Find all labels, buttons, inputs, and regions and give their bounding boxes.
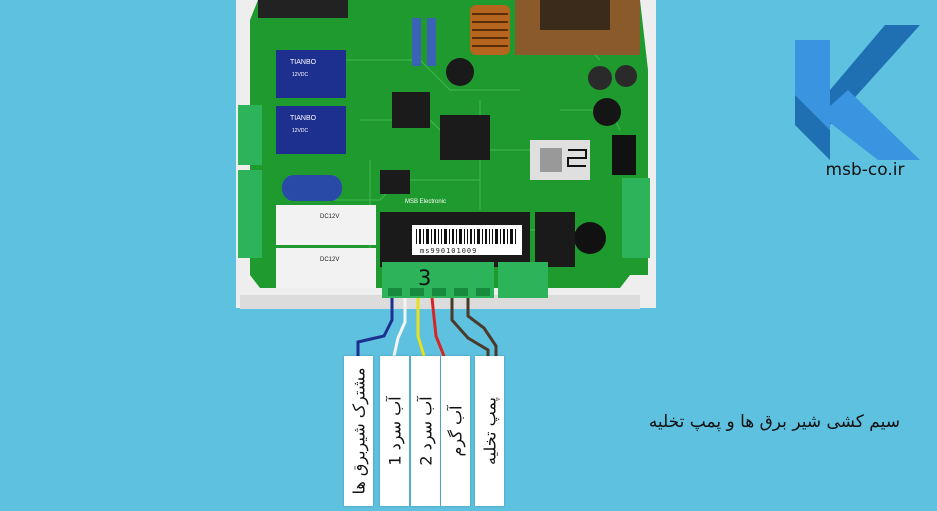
terminal-block [622, 178, 650, 258]
power-relay [276, 248, 376, 288]
varistor [282, 175, 342, 201]
wire-label-cold-1: آب سرد 1 [380, 356, 409, 506]
wire-common [356, 298, 394, 356]
barcode [416, 229, 516, 244]
capacitor [427, 18, 436, 66]
power-relay-label: DC12V [320, 257, 339, 263]
wire-label-text: مشترک شیربرق ها [349, 367, 368, 495]
relay [276, 106, 346, 154]
wire-label-cold-2: آب سرد 2 [411, 356, 440, 506]
power-relay-label: DC12V [320, 214, 339, 220]
wifi-chip [540, 148, 562, 172]
wire-pump-b [466, 298, 498, 356]
power-terminal [258, 0, 348, 18]
ic-chip [380, 170, 410, 194]
capacitor [412, 18, 421, 66]
buzzer [574, 222, 606, 254]
wire-hot [430, 297, 446, 357]
connector-header [535, 212, 575, 267]
logo-base [795, 95, 830, 160]
inductor-windings [472, 13, 508, 47]
wire-label-text: پمپ تخلیه [480, 397, 499, 465]
logo-lower-arm [820, 90, 920, 160]
terminal-block [498, 262, 548, 298]
header-pins [612, 135, 636, 175]
relay [276, 50, 346, 98]
transformer-core [540, 0, 610, 30]
logo-stem [795, 40, 830, 130]
brand-logo-icon [795, 25, 920, 160]
connector-screws [388, 288, 490, 296]
terminal-block [238, 105, 262, 165]
ic-chip [392, 92, 430, 128]
antenna-trace [567, 149, 587, 167]
site-url: msb-co.ir [825, 160, 905, 180]
wire-cold-1 [392, 298, 407, 357]
barcode-number: ms990101009 [420, 247, 478, 255]
connector-number: 3 [418, 266, 432, 290]
enclosure-bottom-rim [240, 295, 640, 309]
wire-label-pump: پمپ تخلیه [475, 356, 504, 506]
board-brand-print: MSB Electronic [405, 199, 446, 205]
wire-label-text: آب گرم [446, 405, 465, 457]
electrolytic-capacitor [446, 58, 474, 86]
power-relay [276, 205, 376, 245]
wire-label-text: آب سرد 2 [416, 396, 435, 466]
wire-cold-2 [416, 298, 426, 357]
relay-label: TIANBO [290, 115, 317, 122]
electrolytic-capacitor [588, 66, 612, 90]
terminal-block [238, 170, 262, 258]
electrolytic-capacitor [615, 65, 637, 87]
relay-rating: 12VDC [292, 72, 309, 78]
relay-label: TIANBO [290, 59, 317, 66]
diagram-caption: سیم کشی شیر برق ها و پمپ تخلیه [648, 412, 900, 432]
relay-rating: 12VDC [292, 128, 309, 134]
wire-pump-a [450, 298, 490, 356]
power-inductor [593, 98, 621, 126]
microcontroller [440, 115, 490, 160]
wire-label-text: آب سرد 1 [385, 396, 404, 466]
wire-label-common: مشترک شیربرق ها [344, 356, 373, 506]
wire-label-hot: آب گرم [441, 356, 470, 506]
